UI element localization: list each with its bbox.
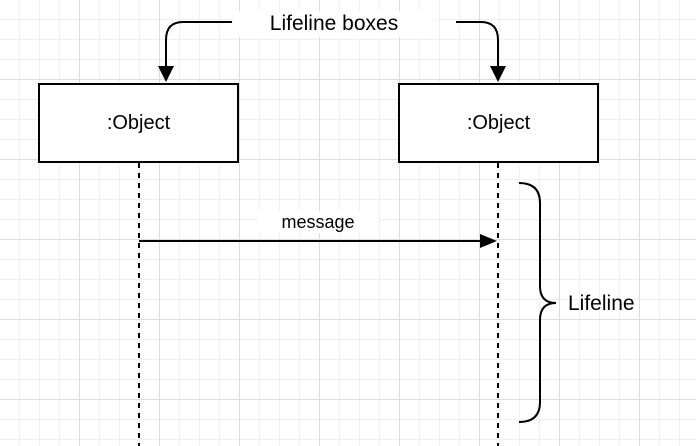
message-label: message xyxy=(258,211,378,233)
lifeline-brace xyxy=(518,182,557,423)
message-arrowhead xyxy=(480,234,497,248)
right-pointer-arrowhead xyxy=(490,66,506,82)
left-pointer-arrow xyxy=(165,21,232,70)
left-object-box: :Object xyxy=(38,83,239,163)
lifeline-boxes-label: Lifeline boxes xyxy=(234,11,434,37)
right-pointer-arrow xyxy=(456,21,499,70)
right-object-label: :Object xyxy=(466,111,531,134)
left-pointer-arrowhead xyxy=(158,66,174,82)
left-object-label: :Object xyxy=(106,111,171,134)
lifeline-label: Lifeline xyxy=(568,292,635,315)
right-object-box: :Object xyxy=(398,83,599,163)
